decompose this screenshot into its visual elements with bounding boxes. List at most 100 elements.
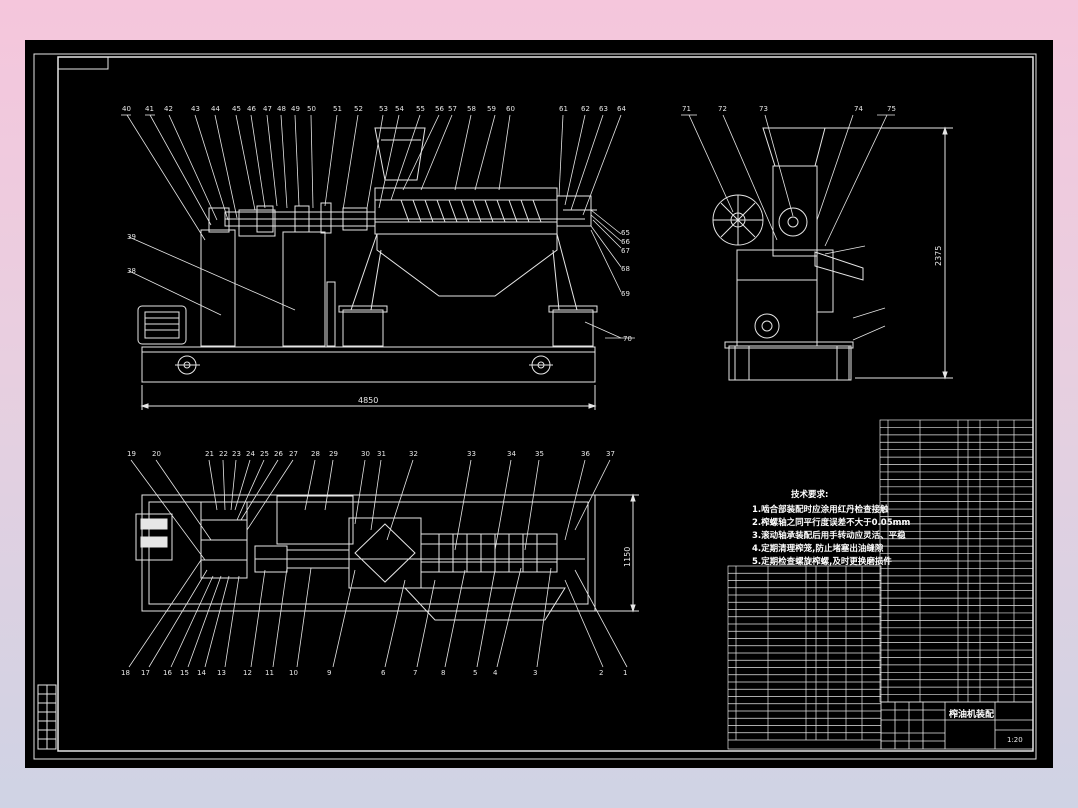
part-label: 21	[205, 450, 214, 458]
tech-req-title: 技术要求:	[791, 489, 828, 500]
binding-strip	[37, 684, 57, 750]
motor	[137, 305, 187, 345]
part-label: 1	[623, 669, 627, 677]
part-label: 59	[487, 105, 496, 113]
part-label: 6	[381, 669, 386, 677]
side-view-labels: 71 72 73 74 75 2375	[682, 105, 943, 266]
side-view	[712, 126, 953, 381]
part-label: 31	[377, 450, 386, 458]
part-label: 55	[416, 105, 425, 113]
plan-frame	[141, 494, 596, 612]
part-label: 68	[621, 265, 630, 273]
tech-req-item: 3.滚动轴承装配后用手转动应灵活、平稳	[752, 530, 906, 541]
part-label: 5	[473, 669, 477, 677]
side-hopper	[762, 127, 826, 167]
part-label: 67	[621, 247, 630, 255]
part-label: 65	[621, 229, 630, 237]
tech-req-item: 2.榨螺轴之同平行度误差不大于0.05mm	[752, 517, 910, 528]
part-label: 71	[682, 105, 691, 113]
inner-border	[57, 56, 1034, 752]
part-label: 30	[361, 450, 370, 458]
part-label: 70	[623, 335, 632, 343]
part-label: 14	[197, 669, 206, 677]
part-label: 73	[759, 105, 768, 113]
part-label: 46	[247, 105, 256, 113]
part-label: 20	[152, 450, 161, 458]
part-label: 32	[409, 450, 418, 458]
side-leaders	[681, 114, 895, 341]
part-label: 72	[718, 105, 727, 113]
part-label: 69	[621, 290, 630, 298]
part-label: 10	[289, 669, 298, 677]
part-label: 52	[354, 105, 363, 113]
dimension-length: 4850	[358, 396, 378, 405]
cad-drawing: 40 41 42 43 44 45 46 47 48 49 50 51 52 5…	[33, 53, 1037, 760]
part-label: 62	[581, 105, 590, 113]
part-label: 24	[246, 450, 255, 458]
part-label: 16	[163, 669, 172, 677]
part-label: 39	[127, 233, 136, 241]
part-label: 33	[467, 450, 476, 458]
part-label: 45	[232, 105, 241, 113]
part-label: 54	[395, 105, 404, 113]
part-label: 25	[260, 450, 269, 458]
tech-requirements: 技术要求: 1.啮合部装配时应涂用红丹检查接触 2.榨螺轴之同平行度误差不大于0…	[752, 489, 910, 567]
part-label: 48	[277, 105, 286, 113]
dimension-width: 1150	[623, 547, 632, 567]
feed-hopper	[374, 127, 426, 181]
title-block	[728, 701, 1034, 750]
drawing-scale: 1:20	[1007, 736, 1023, 744]
part-label: 74	[854, 105, 863, 113]
part-label: 63	[599, 105, 608, 113]
part-label: 8	[441, 669, 445, 677]
part-label: 3	[533, 669, 537, 677]
part-label: 51	[333, 105, 342, 113]
part-label: 28	[311, 450, 320, 458]
part-label: 64	[617, 105, 626, 113]
drawing-sheet: 40 41 42 43 44 45 46 47 48 49 50 51 52 5…	[25, 40, 1053, 768]
part-label: 12	[243, 669, 252, 677]
part-label: 19	[127, 450, 136, 458]
part-label: 11	[265, 669, 274, 677]
gear-column	[282, 231, 326, 347]
part-label: 35	[535, 450, 544, 458]
tech-req-item: 5.定期检查螺旋榨螺,及时更换磨损件	[752, 556, 892, 567]
part-label: 47	[263, 105, 272, 113]
drawing-title: 榨油机装配	[948, 708, 994, 720]
part-label: 36	[581, 450, 590, 458]
plan-cage	[420, 533, 558, 573]
part-label: 22	[219, 450, 228, 458]
part-label: 57	[448, 105, 457, 113]
press-cage	[374, 187, 558, 235]
front-view	[137, 127, 598, 410]
part-label: 38	[127, 267, 136, 275]
plan-leaders	[128, 459, 628, 668]
part-label: 66	[621, 238, 630, 246]
plan-motor	[135, 513, 173, 561]
part-label: 17	[141, 669, 150, 677]
part-label: 23	[232, 450, 241, 458]
front-leaders	[121, 114, 635, 339]
part-label: 37	[606, 450, 615, 458]
parts-list-left	[727, 565, 882, 750]
base-frame	[141, 346, 596, 383]
title-block-text: 榨油机装配 1:20	[948, 708, 1023, 744]
part-label: 50	[307, 105, 316, 113]
part-label: 29	[329, 450, 338, 458]
part-label: 9	[327, 669, 331, 677]
part-label: 75	[887, 105, 896, 113]
plan-view-labels: 19 20 21 22 23 24 25 26 27 28 29 30 31 3…	[121, 450, 632, 677]
part-label: 41	[145, 105, 154, 113]
part-label: 27	[289, 450, 298, 458]
parts-list-right	[879, 419, 1034, 703]
part-label: 56	[435, 105, 444, 113]
part-label: 61	[559, 105, 568, 113]
part-label: 42	[164, 105, 173, 113]
top-left-tag	[57, 56, 109, 70]
outer-border	[33, 53, 1037, 760]
plan-view	[135, 493, 639, 621]
front-view-labels: 40 41 42 43 44 45 46 47 48 49 50 51 52 5…	[122, 105, 632, 405]
part-label: 58	[467, 105, 476, 113]
part-label: 13	[217, 669, 226, 677]
tech-req-item: 1.啮合部装配时应涂用红丹检查接触	[752, 504, 889, 515]
